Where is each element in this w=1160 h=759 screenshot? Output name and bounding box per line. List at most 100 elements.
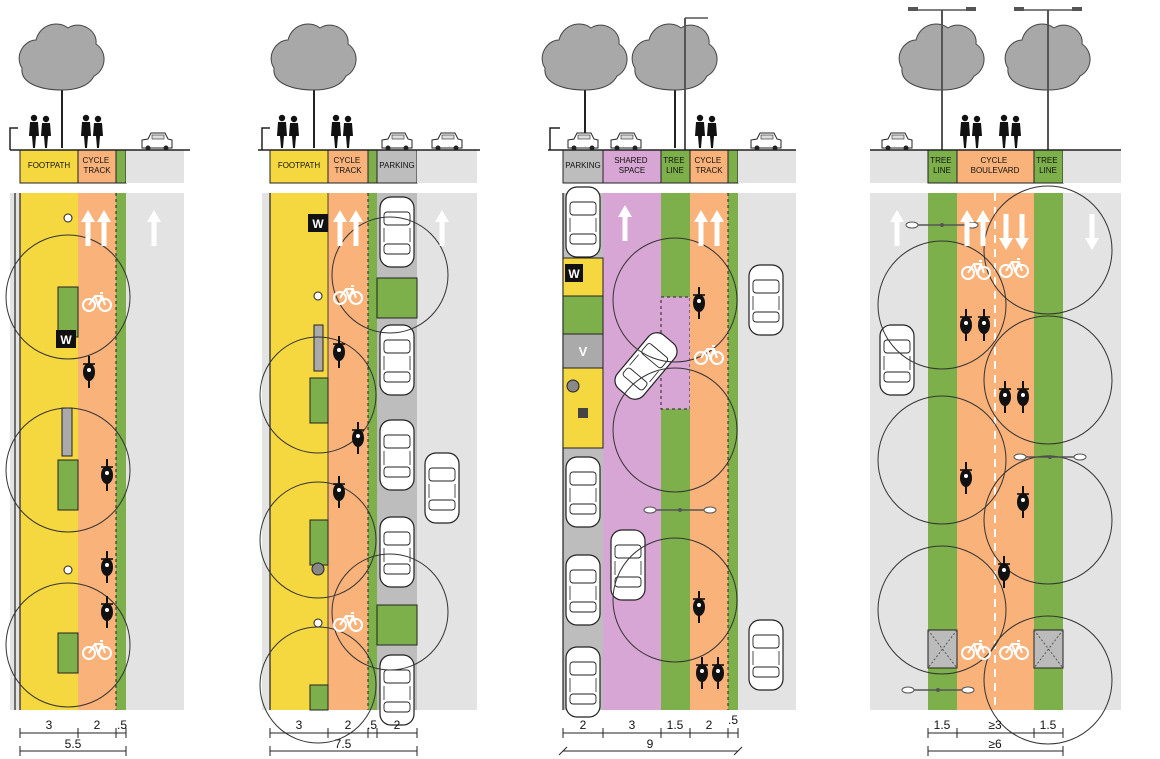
waste-bin-marker [308,214,328,232]
tree-line-zone [927,149,958,184]
parked-car-icon [565,554,601,626]
shared-space-plan [603,193,661,710]
footpath-zone [269,149,329,184]
crossing-boxes [927,629,1064,669]
section-a-elevation: FOOTPATH CYCLE TRACK [9,23,190,184]
zone-label-cycle-track: CYCLE TRACK [695,156,724,175]
tree-icon [541,23,629,149]
total-dimension-label: 5.5 [65,737,82,751]
parking-planter [376,277,418,319]
marker-label: V [579,344,588,359]
parked-car-icon [565,456,601,528]
green-strip [367,149,378,184]
cyclists-icon [960,114,982,148]
zone-label-tree-line: TREE LINE [930,156,954,175]
section-c: PARKING SHARED SPACE TREE LINE CYCLE TRA… [541,17,796,756]
cycle-track-zone [77,149,117,184]
zone-label-footpath: FOOTPATH [278,161,321,170]
t-marker [566,379,580,393]
bench [61,407,73,457]
road-zone [1063,150,1121,183]
tree-line-plan [928,193,957,710]
footpath-zone [19,149,79,184]
cyclists-icon [695,114,717,148]
zone-label-cycle-boulevard: CYCLE BOULEVARD [971,156,1020,175]
green-strip [115,149,127,184]
car-icon [141,132,173,151]
dimension-label: .5 [728,713,738,727]
tree-line-plan [661,193,690,710]
section-c-elevation: PARKING SHARED SPACE TREE LINE CYCLE TRA… [541,17,796,184]
parked-car-icon [565,186,601,258]
bollard [313,291,323,301]
moving-car-icon [748,619,784,691]
parking-planter [376,604,418,646]
section-b-plan: W [259,193,477,744]
dimension-label: ≥3 [988,718,1002,732]
section-a-plan: W [5,193,184,710]
section-b-elevation: FOOTPATH CYCLE TRACK PARKING [258,23,480,184]
car-icon [881,132,913,151]
zone-label-footpath: FOOTPATH [28,161,71,170]
zone-label-parking: PARKING [565,161,600,170]
bollard [63,565,73,575]
total-dimension-label: 7.5 [335,737,352,751]
green-strip [727,149,739,184]
section-d-plan [870,185,1121,745]
parked-car-icon [379,654,415,726]
dimension-label: 3 [629,718,636,732]
cyclists-icon [81,114,103,148]
dimension-label: 3 [46,718,53,732]
dimension-label: 2 [580,718,587,732]
section-d-elevation: TREE LINE CYCLE BOULEVARD TREE LINE [870,6,1121,184]
bench [313,324,324,372]
cyclists-icon [331,114,353,148]
parked-car-icon [379,419,415,491]
green-strip-plan [116,193,126,710]
car-icon [567,132,599,151]
section-b: FOOTPATH CYCLE TRACK PARKING [258,23,480,756]
section-c-dimensions [558,728,743,756]
road-zone [417,150,477,183]
planter [309,377,329,424]
waste-bin-marker [56,330,76,348]
zone-label-cycle-track: CYCLE TRACK [334,156,363,175]
green-strip-plan [368,193,377,710]
section-b-dimensions [269,728,418,756]
car-icon [750,132,782,151]
marker-label: W [312,217,324,231]
moving-car-icon [748,264,784,336]
dimension-label: .5 [117,718,127,732]
planter [309,684,329,711]
planter [57,632,79,674]
dimension-label: 2 [345,718,352,732]
tree-canopies [612,237,738,663]
marker-label: W [60,333,72,347]
moving-car-icon [424,452,460,524]
cycle-track-zone [689,149,729,184]
parked-car-icon [379,196,415,268]
dimension-label: 2 [394,718,401,732]
parked-car-icon [565,646,601,718]
pedestrians-icon [29,114,51,148]
tree-line-zone [1033,149,1064,184]
car-icon [610,132,642,151]
zone-label-tree-line: TREE LINE [1036,156,1060,175]
t-marker [311,562,325,576]
section-d: TREE LINE CYCLE BOULEVARD TREE LINE [870,6,1121,756]
section-a-dimensions [19,728,127,756]
road-zone [126,150,184,183]
tree-canopies [5,234,131,708]
zone-label-parking: PARKING [379,161,414,170]
footpath-plan [270,193,328,710]
shared-space-zone [602,149,662,184]
tree-line-zone [660,149,691,184]
marker-label: W [568,267,580,281]
bollard [63,213,73,223]
section-d-dimensions [927,728,1064,756]
planter [57,286,79,338]
parked-car-icon [379,516,415,588]
zone-label-cycle-track: CYCLE TRACK [83,156,112,175]
cycle-track-zone [327,149,369,184]
